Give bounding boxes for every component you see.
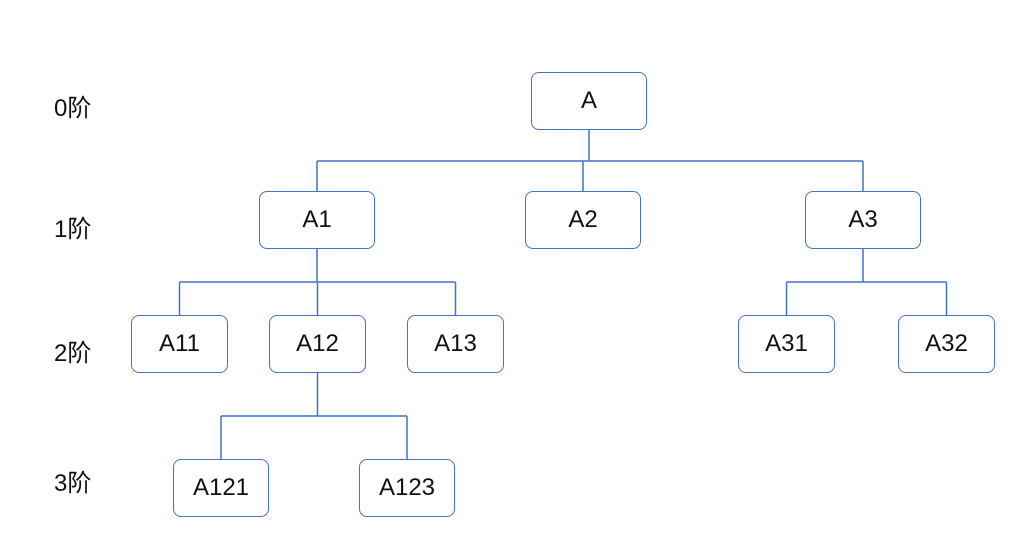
level-label-0: 0阶 [54,95,92,122]
node-a3: A3 [805,191,921,249]
node-a31: A31 [738,315,835,373]
node-a32: A32 [898,315,995,373]
node-a2: A2 [525,191,641,249]
node-a13: A13 [407,315,504,373]
node-a11: A11 [131,315,228,373]
node-a1: A1 [259,191,375,249]
node-a123: A123 [359,459,455,517]
node-a12: A12 [269,315,366,373]
level-label-1: 1阶 [54,216,92,243]
node-a: A [531,72,647,130]
node-a121: A121 [173,459,269,517]
level-label-3: 3阶 [54,470,92,497]
level-label-2: 2阶 [54,340,92,367]
